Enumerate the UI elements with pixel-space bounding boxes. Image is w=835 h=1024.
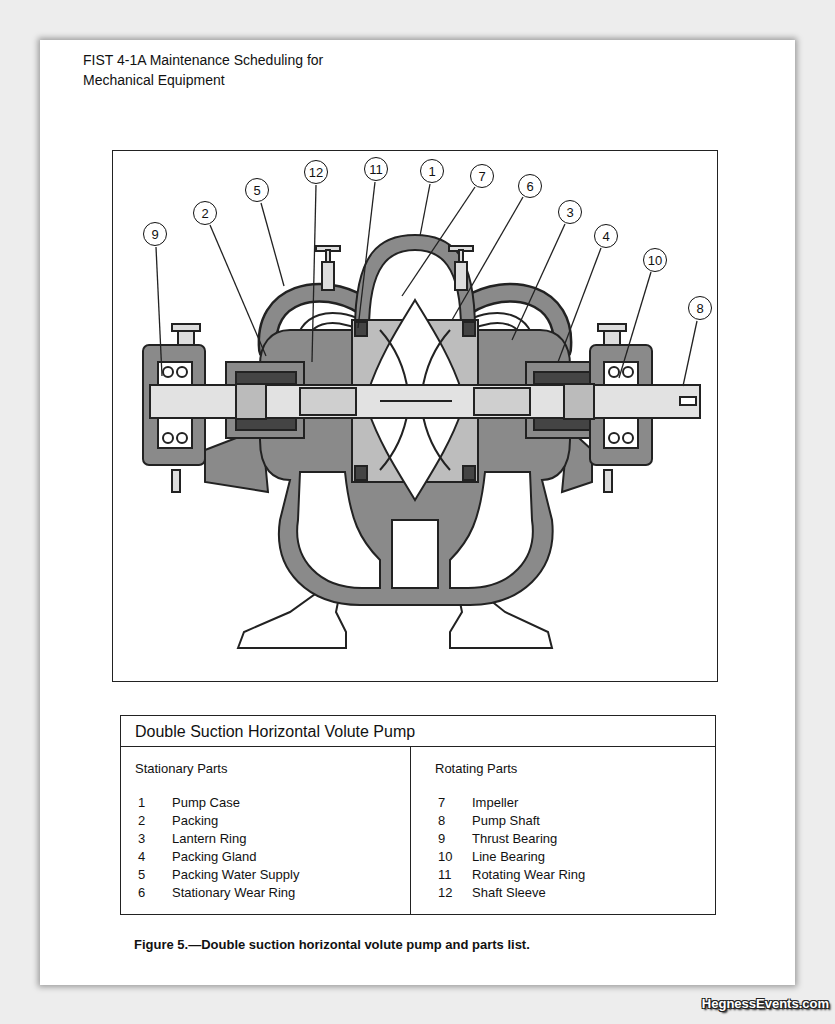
- figure-caption: Figure 5.—Double suction horizontal volu…: [134, 937, 530, 952]
- callout-number: 4: [594, 224, 618, 248]
- callout-number: 1: [428, 164, 435, 179]
- part-number: 10: [438, 849, 452, 864]
- part-number: 1: [138, 795, 145, 810]
- callout-number: 3: [566, 205, 573, 220]
- callout-number: 2: [193, 201, 217, 225]
- callout-number: 8: [696, 301, 703, 316]
- part-number: 5: [138, 867, 145, 882]
- callout-number: 9: [143, 222, 167, 246]
- parts-column: Stationary Parts 1 Pump Case 2 Packing 3 Lante…: [121, 746, 411, 914]
- part-number: 6: [138, 885, 145, 900]
- part-number: 9: [438, 831, 445, 846]
- part-name: Packing Water Supply: [172, 867, 299, 882]
- part-name: Packing: [172, 813, 218, 828]
- callout-number: 12: [304, 160, 328, 184]
- part-number: 11: [438, 867, 452, 882]
- part-name: Pump Case: [172, 795, 240, 810]
- volute-casing: [260, 235, 570, 605]
- part-name: Lantern Ring: [172, 831, 246, 846]
- parts-table: Double Suction Horizontal Volute PumpSta…: [120, 715, 716, 915]
- part-number: 3: [138, 831, 145, 846]
- part-number: 2: [138, 813, 145, 828]
- callout-number: 7: [470, 164, 494, 188]
- part-number: 4: [138, 849, 145, 864]
- part-number: 7: [438, 795, 445, 810]
- part-name: Pump Shaft: [472, 813, 540, 828]
- callout-number: 9: [151, 227, 158, 242]
- callout-number: 6: [526, 179, 533, 194]
- watermark: HegnessEvents.com: [702, 996, 829, 1011]
- part-number: 12: [438, 885, 452, 900]
- callout-number: 2: [201, 206, 208, 221]
- valves: [316, 246, 473, 290]
- callout-number: 10: [648, 253, 662, 268]
- callout-number: 3: [558, 200, 582, 224]
- callout-number: 11: [369, 162, 383, 177]
- callout-number: 11: [364, 157, 388, 181]
- part-number: 8: [438, 813, 445, 828]
- callout-number: 5: [253, 183, 260, 198]
- part-name: Stationary Wear Ring: [172, 885, 295, 900]
- leader-lines: [156, 182, 697, 386]
- pump-shaft: [150, 384, 700, 419]
- table-title: Double Suction Horizontal Volute Pump: [135, 723, 415, 741]
- callout-number: 12: [309, 165, 323, 180]
- part-name: Packing Gland: [172, 849, 257, 864]
- callout-number: 7: [478, 169, 485, 184]
- column-heading: Rotating Parts: [435, 761, 517, 776]
- callout-number: 8: [688, 296, 712, 320]
- parts-column: Rotating Parts 7 Impeller 8 Pump Shaft 9 Thrus…: [411, 746, 715, 914]
- part-name: Shaft Sleeve: [472, 885, 546, 900]
- part-name: Impeller: [472, 795, 518, 810]
- part-name: Line Bearing: [472, 849, 545, 864]
- callout-number: 4: [602, 229, 609, 244]
- callout-number: 6: [518, 174, 542, 198]
- callout-number: 5: [245, 178, 269, 202]
- part-name: Rotating Wear Ring: [472, 867, 585, 882]
- column-heading: Stationary Parts: [135, 761, 228, 776]
- callout-number: 10: [643, 248, 667, 272]
- part-name: Thrust Bearing: [472, 831, 557, 846]
- callout-number: 1: [420, 159, 444, 183]
- page-heading: FIST 4-1A Maintenance Scheduling for Mec…: [83, 50, 345, 90]
